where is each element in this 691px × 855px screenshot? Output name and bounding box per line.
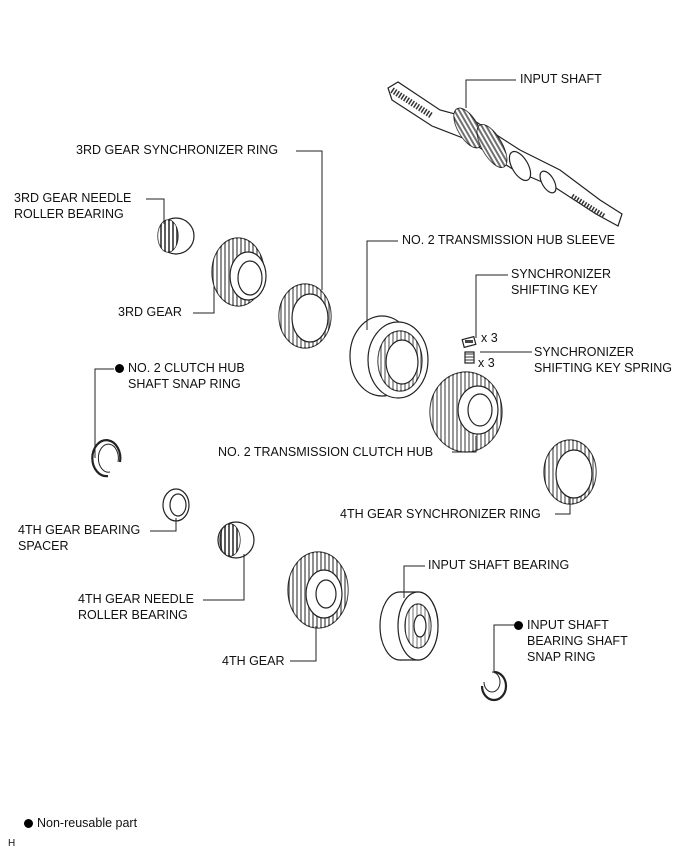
label-bearing-spacer-l1: 4TH GEAR BEARING (18, 523, 141, 537)
label-bearing-snap-ring-l2: BEARING SHAFT (527, 634, 628, 648)
clutch-hub-snap-ring-drawing (91, 439, 122, 478)
label-hub-sleeve: NO. 2 TRANSMISSION HUB SLEEVE (402, 233, 616, 247)
label-shifting-key-spring-l1: SYNCHRONIZER (534, 345, 635, 359)
qty-shifting-key: x 3 (481, 331, 498, 345)
label-fourth-gear-needle-bearing-l2: ROLLER BEARING (78, 608, 188, 622)
legend-non-reusable-text: Non-reusable part (37, 816, 138, 830)
fourth-gear-drawing (287, 551, 349, 629)
label-third-gear-needle-bearing-l2: ROLLER BEARING (14, 207, 124, 221)
label-bearing-snap-ring-text: INPUT SHAFT (527, 618, 609, 632)
input-shaft-bearing-drawing (379, 591, 439, 661)
label-bearing-spacer-l2: SPACER (18, 539, 69, 553)
shifting-key-spring-drawing (464, 351, 475, 364)
label-input-shaft: INPUT SHAFT (520, 72, 602, 86)
label-bearing-snap-ring-l1: INPUT SHAFT (514, 618, 609, 633)
label-clutch-hub-snap-ring-l1: NO. 2 CLUTCH HUB (115, 361, 245, 376)
corner-mark: H (8, 838, 16, 849)
third-gear-needle-bearing-drawing (157, 217, 195, 255)
non-reusable-dot-icon (115, 364, 124, 373)
leader-lines (94, 79, 571, 672)
label-input-shaft-bearing: INPUT SHAFT BEARING (428, 558, 570, 572)
label-shifting-key-l2: SHIFTING KEY (511, 283, 598, 297)
clutch-hub-drawing (429, 371, 503, 453)
fourth-gear-needle-bearing-drawing (217, 521, 255, 559)
non-reusable-dot-icon (514, 621, 523, 630)
label-third-gear-needle-bearing-l1: 3RD GEAR NEEDLE (14, 191, 132, 205)
input-shaft-drawing (387, 81, 623, 227)
label-clutch-hub-snap-ring-l2: SHAFT SNAP RING (128, 377, 241, 391)
non-reusable-dot-icon (24, 819, 33, 828)
label-fourth-gear-sync-ring: 4TH GEAR SYNCHRONIZER RING (340, 507, 541, 521)
label-shifting-key-l1: SYNCHRONIZER (511, 267, 612, 281)
label-shifting-key-spring-l2: SHIFTING KEY SPRING (534, 361, 672, 375)
shifting-key-drawing (461, 335, 477, 349)
qty-shifting-key-spring: x 3 (478, 356, 495, 370)
label-bearing-snap-ring-l3: SNAP RING (527, 650, 596, 664)
third-gear-drawing (211, 237, 267, 307)
legend-non-reusable: Non-reusable part (24, 816, 137, 831)
label-third-gear-sync-ring: 3RD GEAR SYNCHRONIZER RING (76, 143, 279, 157)
hub-sleeve-drawing (349, 315, 429, 399)
third-gear-sync-ring-drawing (278, 283, 332, 349)
bearing-spacer-drawing (162, 488, 190, 522)
label-clutch-hub-snap-ring-text: NO. 2 CLUTCH HUB (128, 361, 245, 375)
label-fourth-gear-needle-bearing-l1: 4TH GEAR NEEDLE (78, 592, 195, 606)
bearing-snap-ring-drawing (480, 670, 508, 702)
label-fourth-gear: 4TH GEAR (222, 654, 285, 668)
fourth-gear-sync-ring-drawing (543, 439, 597, 505)
label-clutch-hub: NO. 2 TRANSMISSION CLUTCH HUB (218, 445, 434, 459)
label-third-gear: 3RD GEAR (118, 305, 182, 319)
